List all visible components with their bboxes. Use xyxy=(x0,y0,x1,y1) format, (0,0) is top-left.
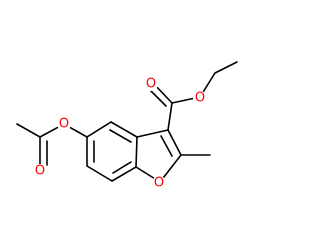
atom-label-o-acetyl-carbonyl: O xyxy=(35,164,45,179)
atom-o-ester-ether: O xyxy=(193,91,207,106)
bond-c3a-c4-a xyxy=(110,121,138,138)
bond-c3-c3a xyxy=(136,129,169,138)
bond-c3-c2-a xyxy=(167,129,182,156)
bond-acetyl-methyl xyxy=(16,123,41,138)
bond-c7-c7a-b xyxy=(112,161,132,174)
atom-o-furan-ring: O xyxy=(152,176,166,191)
atom-label-layer: O O O O O xyxy=(33,77,207,191)
molecule-structure-diagram: O O O O O xyxy=(16,61,238,191)
atom-o-ester-carbonyl: O xyxy=(144,77,158,92)
bond-ester-c-c3 xyxy=(167,102,173,131)
bond-c3a-c4-b xyxy=(109,129,132,143)
atom-label-o-furan-ring: O xyxy=(154,176,164,191)
atom-label-o-ester-ether: O xyxy=(195,91,205,106)
atom-label-o-acetoxy-ether: O xyxy=(59,117,69,132)
bond-c6-c7 xyxy=(86,165,113,182)
atom-o-acetyl-carbonyl: O xyxy=(33,164,47,179)
bond-layer xyxy=(16,61,238,183)
bond-c3-c2-b xyxy=(160,135,173,157)
atom-label-o-ester-carbonyl: O xyxy=(146,77,156,92)
bond-ethyl-ch3 xyxy=(214,61,238,74)
bond-c2-o1 xyxy=(159,154,182,183)
bond-c3a-c7a xyxy=(135,136,138,168)
atom-o-acetoxy-ether: O xyxy=(57,117,71,132)
bond-c7-c7a-a xyxy=(111,166,137,182)
bond-c4-c5 xyxy=(86,121,112,138)
